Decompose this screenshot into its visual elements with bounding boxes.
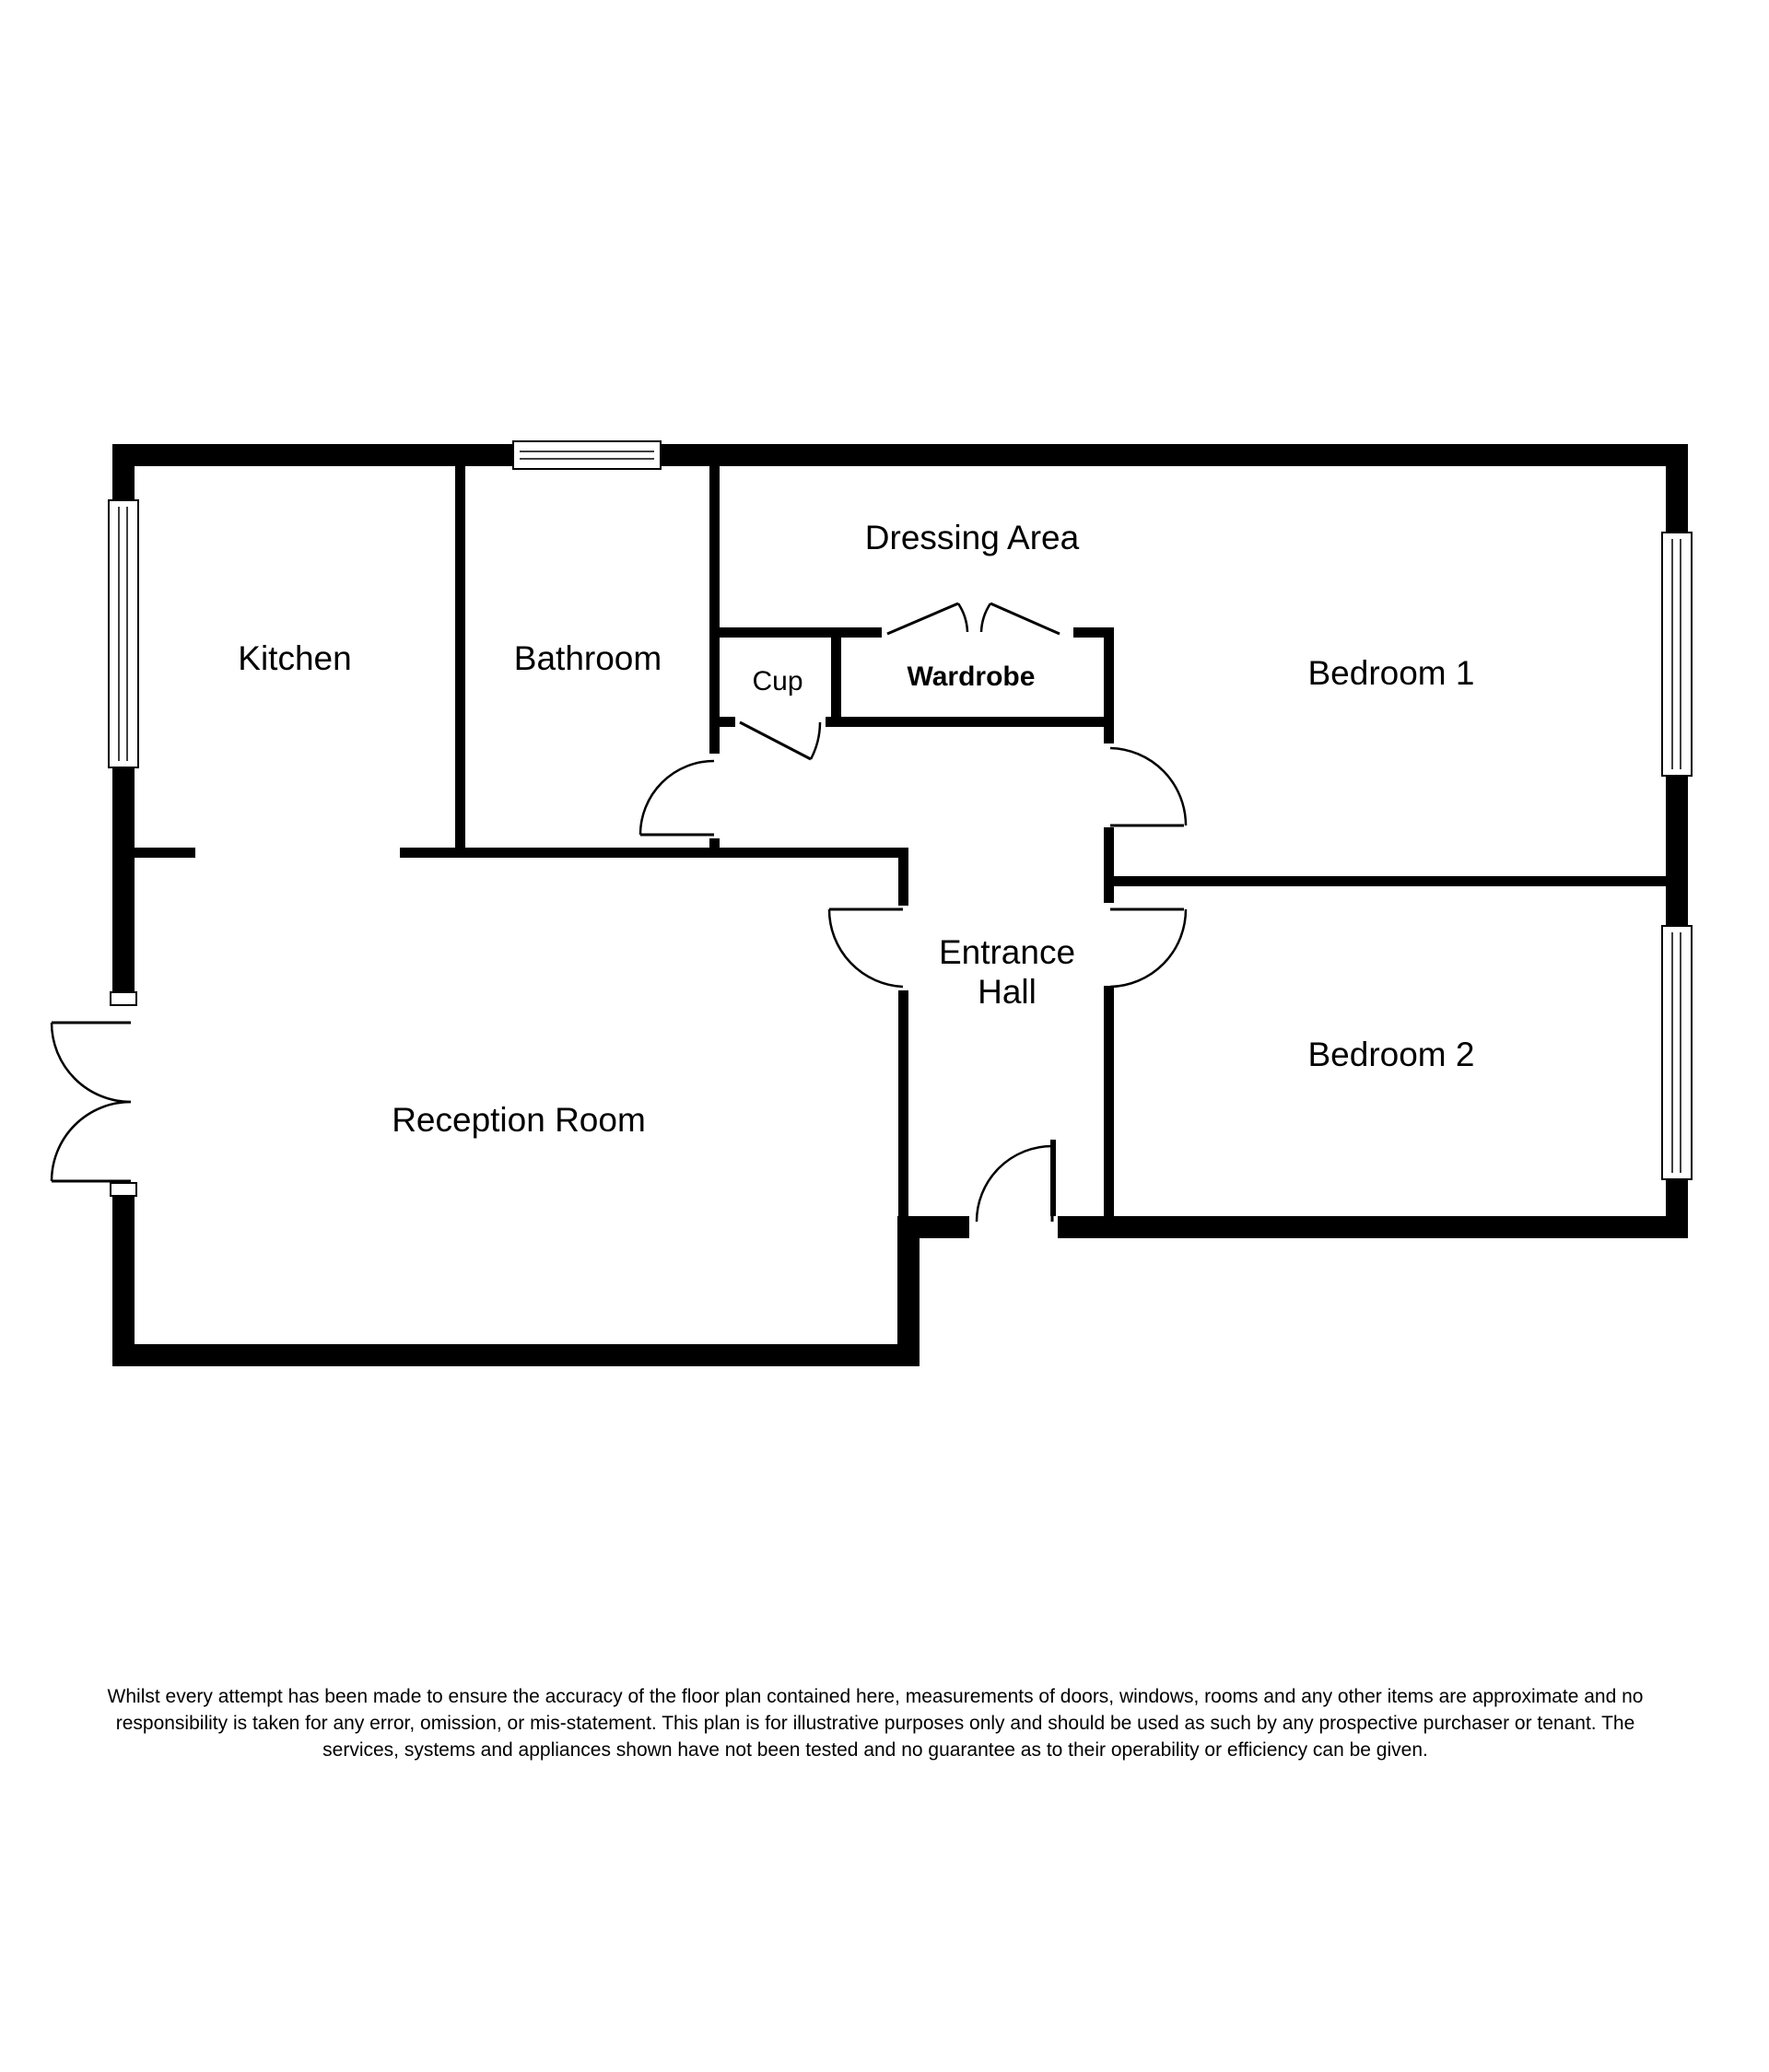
label-cupboard: Cup <box>752 666 802 697</box>
label-dressing-area: Dressing Area <box>865 519 1080 556</box>
label-wardrobe: Wardrobe <box>908 661 1036 692</box>
patio-door <box>50 1021 132 1183</box>
wall-wardrobe-bottom <box>841 717 1114 727</box>
wall-bathroom-reception <box>400 848 908 858</box>
label-bedroom-2: Bedroom 2 <box>1308 1036 1475 1073</box>
label-entrance-hall-line2: Hall <box>978 973 1037 1011</box>
wall-bathroom-right <box>709 466 720 754</box>
cupboard-door <box>739 720 822 761</box>
wardrobe-doors <box>886 602 1060 636</box>
bedroom-2-door <box>1109 907 1188 989</box>
wall-top <box>112 444 1688 466</box>
patio-frame-top <box>110 991 137 1006</box>
entrance-door <box>975 1144 1054 1223</box>
disclaimer-line-3: services, systems and appliances shown h… <box>322 1739 1428 1761</box>
label-bedroom-1: Bedroom 1 <box>1308 654 1475 692</box>
wall-cup-left-stub <box>709 717 735 727</box>
wall-hall-right-mid <box>1104 827 1114 903</box>
label-entrance-hall-line1: Entrance <box>939 933 1075 971</box>
wall-wardrobe-top-right <box>1073 627 1114 638</box>
wall-bottom-bedroom2 <box>1058 1216 1688 1238</box>
wall-entrance-bottom-left <box>897 1216 969 1238</box>
disclaimer-text: Whilst every attempt has been made to en… <box>9 1683 1741 1763</box>
reception-door <box>827 907 904 989</box>
window-bedroom-1 <box>1661 532 1693 777</box>
wall-left-lower <box>112 1195 135 1366</box>
room-labels: Kitchen Bathroom Dressing Area Cup Wardr… <box>238 519 1474 1139</box>
wall-kitchen-bathroom <box>455 466 465 849</box>
wall-bottom-reception <box>112 1344 920 1366</box>
label-bathroom: Bathroom <box>514 639 662 677</box>
label-reception-room: Reception Room <box>392 1101 646 1139</box>
wall-kitchen-stub <box>135 848 195 858</box>
disclaimer-line-2: responsibility is taken for any error, o… <box>115 1713 1635 1734</box>
doors <box>50 602 1188 1223</box>
wall-bathroom-stub <box>709 838 720 849</box>
wall-wardrobe-left <box>831 638 841 727</box>
windows <box>108 440 1693 1197</box>
interior-walls <box>135 466 1666 1225</box>
patio-frame-bottom <box>110 1182 137 1197</box>
disclaimer-line-1: Whilst every attempt has been made to en… <box>107 1686 1644 1707</box>
wall-cup-bottom-right <box>826 717 841 727</box>
window-bathroom <box>512 440 662 470</box>
wall-reception-hall-lower <box>898 990 908 1221</box>
wall-hall-right-lower <box>1104 986 1114 1225</box>
wall-wardrobe-right <box>1104 627 1114 743</box>
window-bedroom-2 <box>1661 925 1693 1180</box>
bathroom-door <box>638 759 715 837</box>
wall-reception-hall-upper <box>898 848 908 906</box>
label-kitchen: Kitchen <box>238 639 351 677</box>
wall-bedroom1-bedroom2 <box>1114 876 1666 886</box>
window-kitchen <box>108 499 139 768</box>
wall-cup-top <box>720 627 882 638</box>
bedroom-1-door <box>1109 746 1188 827</box>
wall-reception-right <box>897 1216 920 1366</box>
